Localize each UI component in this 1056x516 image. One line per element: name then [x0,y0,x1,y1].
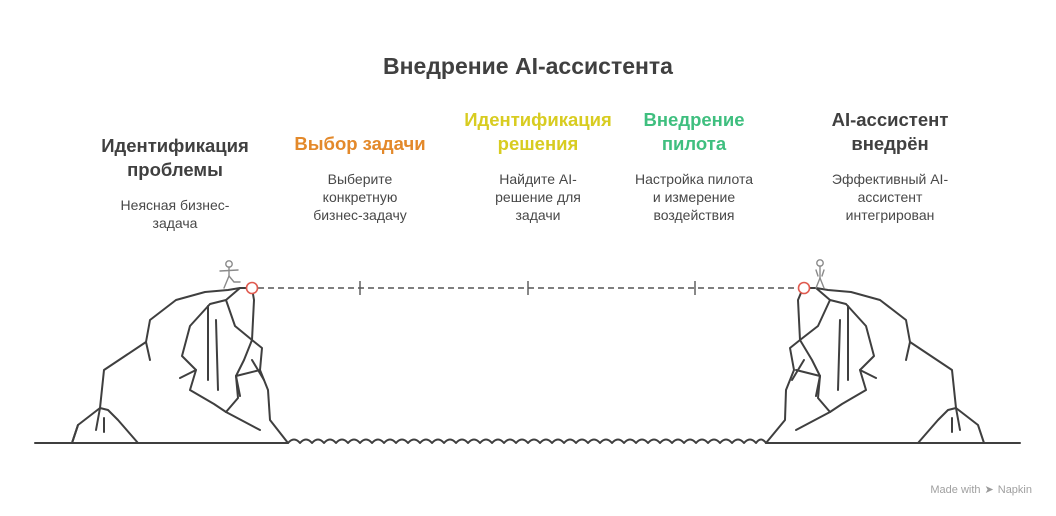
start-marker [245,281,259,295]
right-cliff [765,287,985,444]
water-waves [287,438,767,444]
stage-pilot-implementation: Внедрение пилота Настройка пилота и изме… [584,108,804,224]
stage-description: Настройка пилота и измерение воздействия [634,171,754,223]
stage-description: Выберите конкретную бизнес-задачу [313,171,407,223]
path-ticks [359,281,696,295]
stage-title: Внедрение пилота [643,109,745,154]
napkin-icon: ➤ [984,484,994,496]
left-cliff [71,287,289,444]
stage-description: Неясная бизнес- задача [120,197,230,231]
stage-identify-solution: Идентификация решения Найдите AI- решени… [428,108,648,224]
stick-figure-icon [815,259,825,289]
end-marker [797,281,811,295]
page-title: Внедрение AI-ассистента [383,53,673,79]
stage-description: Найдите AI- решение для задачи [495,171,581,223]
footer-attribution: Made with ➤ Napkin [930,483,1032,497]
made-with-label: Made with [930,483,981,496]
stage-title: Идентификация решения [464,109,612,154]
stage-identify-problem: Идентификация проблемы Неясная бизнес- з… [60,134,290,232]
stage-description: Эффективный AI- ассистент интегрирован [831,171,949,223]
stage-title: Выбор задачи [294,133,426,154]
brand-name: Napkin [997,483,1032,496]
stage-title: AI-ассистент внедрён [831,109,949,154]
stage-assistant-deployed: AI-ассистент внедрён Эффективный AI- асс… [770,108,1010,224]
stage-select-task: Выбор задачи Выберите конкретную бизнес-… [250,132,470,224]
stage-title: Идентификация проблемы [101,135,249,180]
stick-figure-icon [219,260,241,289]
